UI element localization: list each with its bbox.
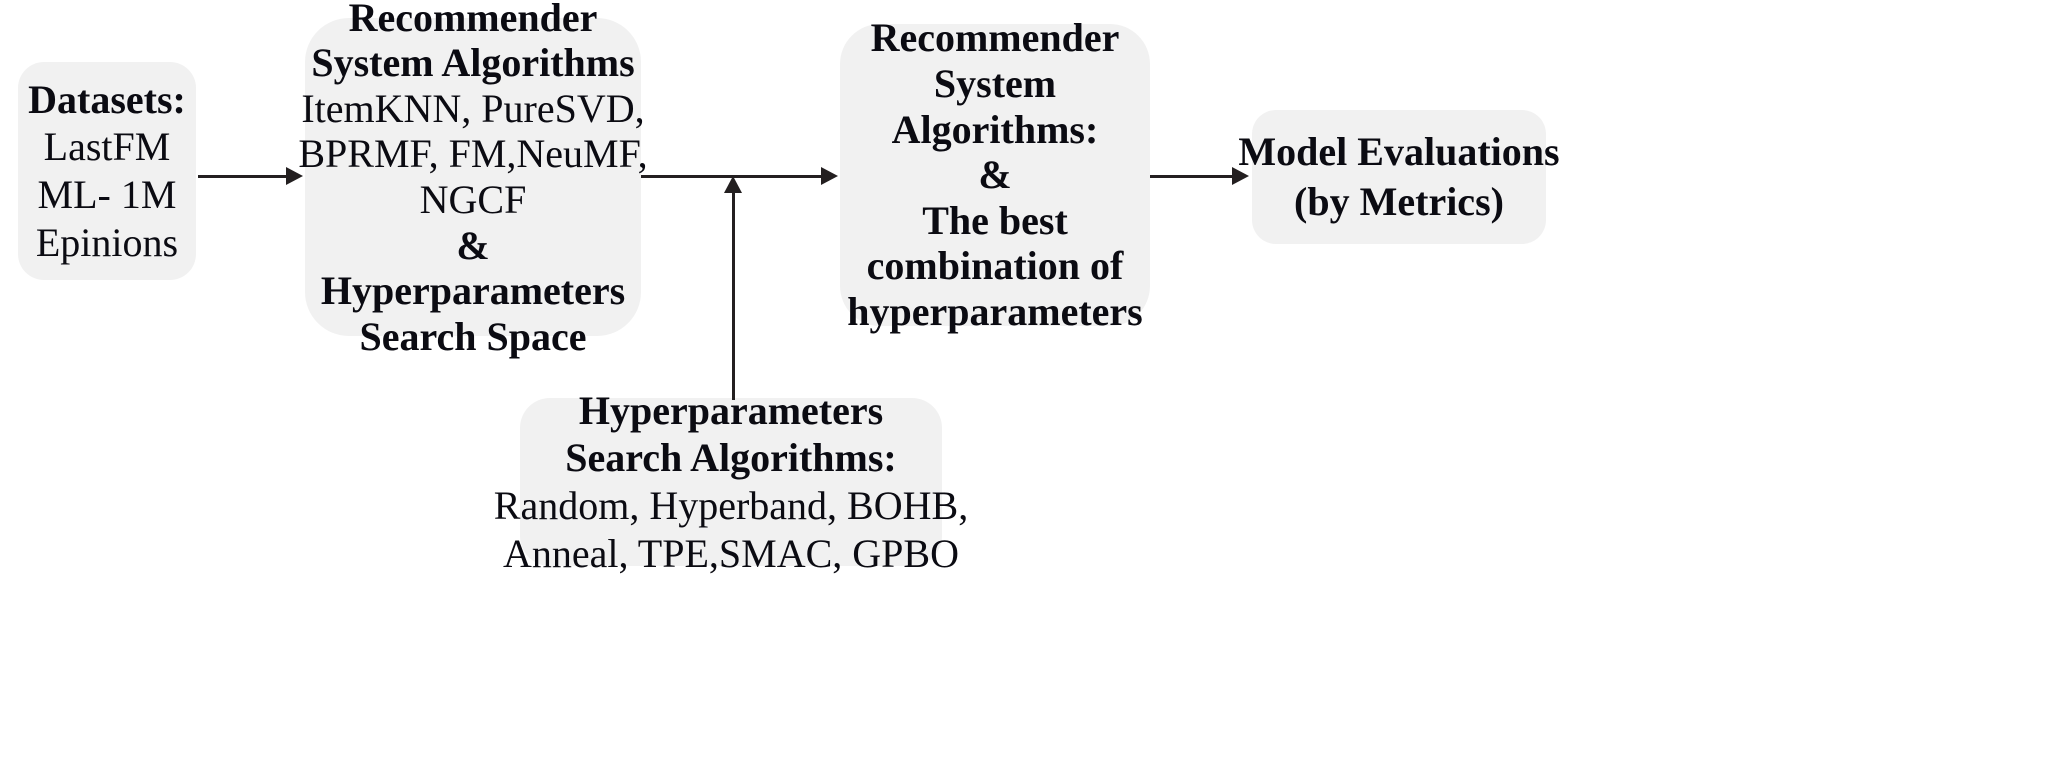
rs-best-heading-line2: System [933, 61, 1057, 107]
arrowhead-up-icon [724, 176, 742, 193]
rs-best-heading-line3: Algorithms: [891, 106, 1099, 152]
arrow-best-combination-to-model-evaluations [1150, 175, 1234, 178]
node-hyperparameters-search-algorithms: Hyperparameters Search Algorithms: Rando… [494, 388, 968, 576]
datasets-heading: Datasets: [28, 76, 186, 122]
hp-search-heading-line2: Search Algorithms: [565, 435, 897, 481]
rs-search-space-heading-line2: System Algorithms [311, 40, 635, 86]
node-recommender-system-algorithms-search-space: Recommender System Algorithms ItemKNN, P… [298, 0, 647, 359]
datasets-item-lastfm: LastFM [43, 124, 171, 170]
datasets-item-ml1m: ML- 1M [37, 172, 177, 217]
rs-best-heading-line1: Recommender [870, 15, 1120, 61]
rs-search-space-algorithms-line1: ItemKNN, PureSVD, [301, 85, 645, 131]
rs-search-space-ampersand: & [456, 222, 490, 268]
model-eval-line2: (by Metrics) [1294, 179, 1504, 224]
arrow-hyperparameter-search-to-pipeline [732, 190, 735, 400]
hp-search-heading-line1: Hyperparameters [578, 387, 884, 433]
rs-best-body-line2: combination of [866, 243, 1124, 289]
hp-search-algorithms-line2: Anneal, TPE,SMAC, GPBO [503, 530, 959, 576]
node-datasets: Datasets: LastFM ML- 1M Epinions [18, 62, 196, 280]
node-recommender-system-algorithms-best-hyperparameters: Recommender System Algorithms: & The bes… [840, 15, 1150, 334]
model-eval-line1: Model Evaluations [1238, 129, 1560, 175]
arrowhead-right-icon [821, 167, 838, 185]
node-model-evaluations: Model Evaluations (by Metrics) [1238, 110, 1560, 244]
rs-best-body-line1: The best [922, 197, 1068, 243]
rs-search-space-algorithms-line2: BPRMF, FM,NeuMF, [298, 131, 648, 177]
rs-best-ampersand: & [978, 152, 1012, 198]
rs-search-space-heading-line1: Recommender [348, 0, 598, 40]
arrowhead-right-icon [1232, 167, 1249, 185]
rs-best-body-line3: hyperparameters [847, 288, 1143, 334]
hp-search-algorithms-line1: Random, Hyperband, BOHB, [493, 483, 969, 528]
arrow-datasets-to-algorithms [198, 175, 288, 178]
rs-search-space-footer-line2: Search Space [359, 313, 587, 359]
arrowhead-right-icon [286, 167, 303, 185]
rs-search-space-algorithms-line3: NGCF [419, 177, 527, 222]
datasets-item-epinions: Epinions [35, 219, 179, 265]
rs-search-space-footer-line1: Hyperparameters [320, 268, 626, 314]
